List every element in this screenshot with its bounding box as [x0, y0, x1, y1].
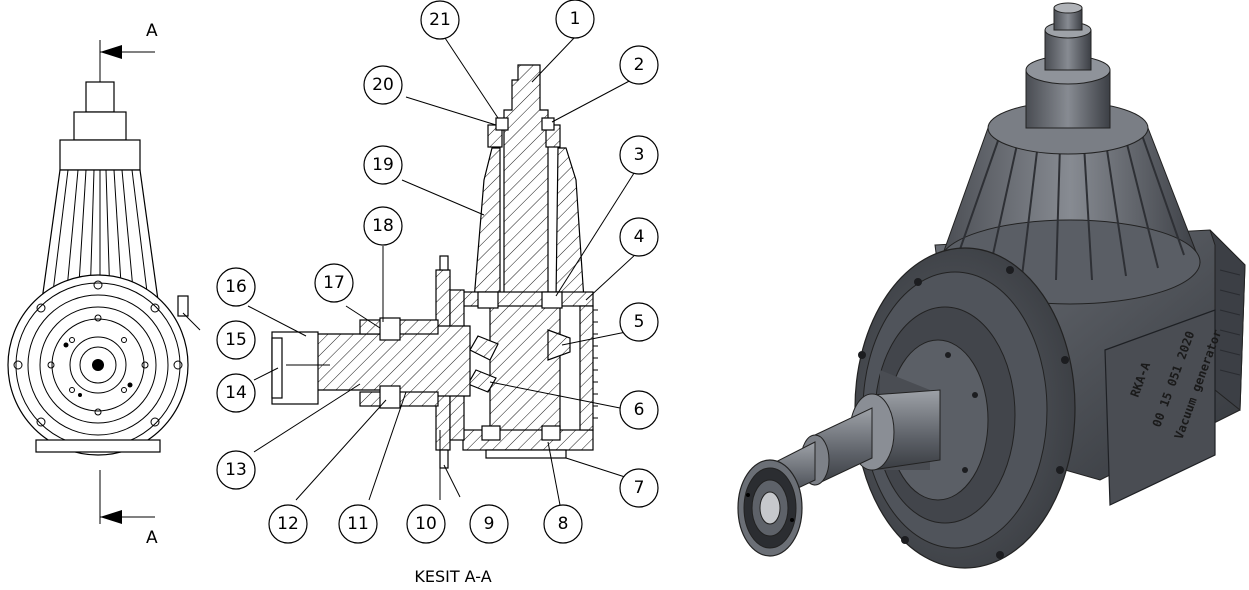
svg-text:3: 3	[634, 145, 645, 165]
side-view: A A	[7, 21, 189, 548]
svg-text:11: 11	[347, 514, 369, 534]
render-3d: RKA-A 00 15 051 2020 Vacuum generator	[737, 2, 1246, 569]
balloon-17: 17	[314, 263, 354, 303]
balloon-13: 13	[216, 450, 256, 490]
svg-text:21: 21	[429, 10, 451, 30]
svg-text:1: 1	[570, 9, 581, 29]
balloon-20: 20	[363, 65, 403, 105]
svg-text:13: 13	[225, 460, 247, 480]
svg-text:14: 14	[225, 383, 247, 403]
balloon-3: 3	[619, 135, 659, 175]
svg-text:9: 9	[484, 514, 495, 534]
leader-lines	[182, 36, 637, 506]
section-view	[271, 64, 598, 469]
balloon-12: 12	[268, 504, 308, 544]
section-title: KESIT A-A	[414, 567, 491, 586]
svg-text:15: 15	[225, 330, 247, 350]
balloon-4: 4	[619, 217, 659, 257]
balloon-2: 2	[619, 45, 659, 85]
svg-text:12: 12	[277, 514, 299, 534]
balloon-16: 16	[216, 267, 256, 307]
svg-text:17: 17	[323, 273, 345, 293]
balloon-11: 11	[338, 504, 378, 544]
svg-text:4: 4	[634, 227, 645, 247]
balloon-19: 19	[363, 145, 403, 185]
svg-text:7: 7	[634, 478, 645, 498]
balloon-5: 5	[619, 302, 659, 342]
svg-text:18: 18	[372, 216, 394, 236]
balloon-18: 18	[363, 206, 403, 246]
svg-text:6: 6	[634, 400, 645, 420]
balloon-15: 15	[216, 320, 256, 360]
balloon-10: 10	[406, 504, 446, 544]
balloon-21: 21	[420, 0, 460, 40]
section-mark-top: A	[146, 21, 158, 41]
svg-text:19: 19	[372, 155, 394, 175]
svg-text:16: 16	[225, 277, 247, 297]
balloon-8: 8	[543, 504, 583, 544]
balloon-14: 14	[216, 373, 256, 413]
balloon-6: 6	[619, 390, 659, 430]
svg-text:8: 8	[558, 514, 569, 534]
balloon-9: 9	[469, 504, 509, 544]
svg-text:5: 5	[634, 312, 645, 332]
svg-text:10: 10	[415, 514, 437, 534]
balloon-7: 7	[619, 468, 659, 508]
balloon-1: 1	[555, 0, 595, 39]
svg-text:2: 2	[634, 55, 645, 75]
section-mark-bottom: A	[146, 528, 158, 548]
svg-text:20: 20	[372, 75, 394, 95]
